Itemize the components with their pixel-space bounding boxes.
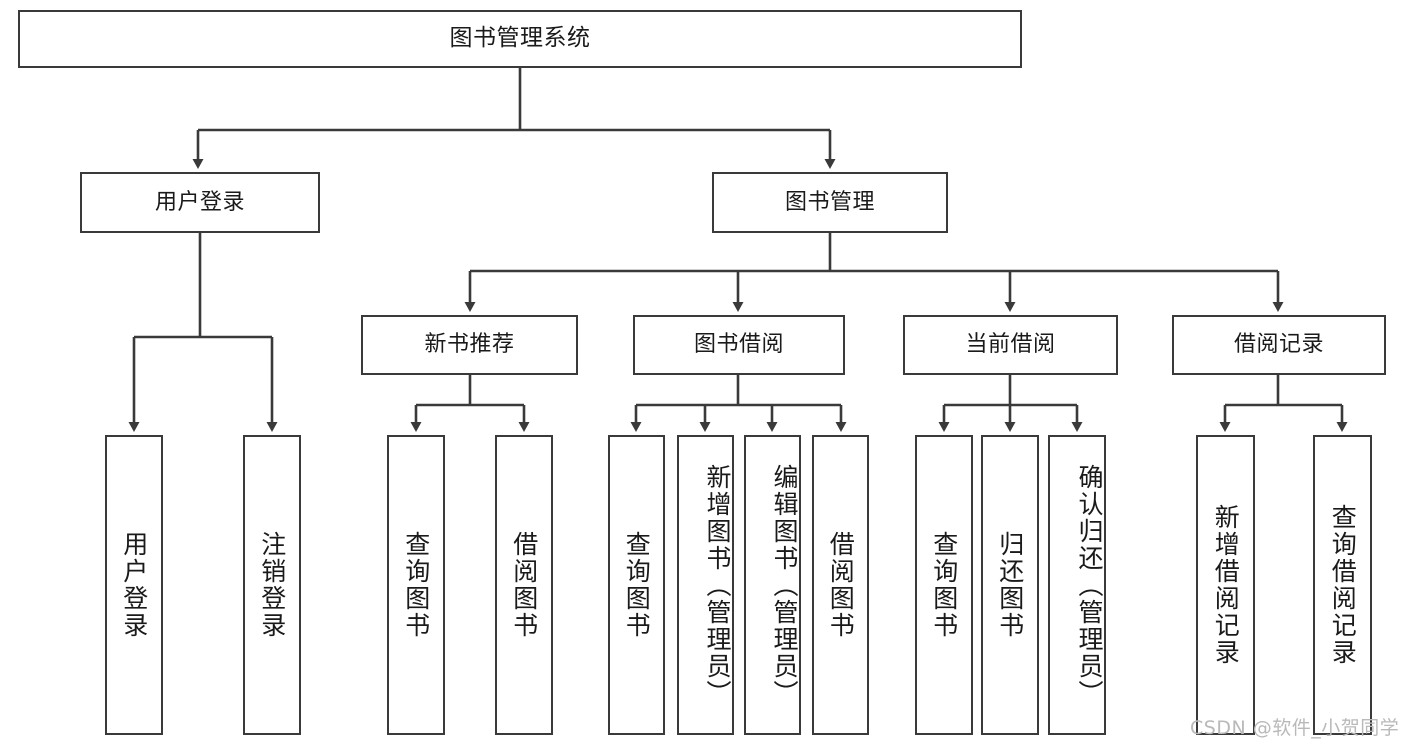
node-label: 查询图书 (929, 531, 959, 639)
leaf-add-book-admin[interactable]: 新增图书（管理员） (677, 435, 734, 735)
node-label: 借阅图书 (509, 531, 539, 639)
leaf-edit-book-admin[interactable]: 编辑图书（管理员） (744, 435, 801, 735)
node-label: 新书推荐 (424, 332, 515, 358)
node-book-borrow[interactable]: 图书借阅 (633, 315, 845, 375)
node-root-system[interactable]: 图书管理系统 (18, 10, 1022, 68)
node-label: 注销登录 (257, 531, 287, 639)
node-book-management[interactable]: 图书管理 (712, 172, 948, 233)
node-label: 图书管理系统 (449, 25, 591, 52)
node-label: 新增借阅记录 (1211, 504, 1241, 666)
node-label: 归还图书 (995, 531, 1025, 639)
leaf-logout[interactable]: 注销登录 (243, 435, 301, 735)
node-label: 借阅图书 (826, 531, 856, 639)
leaf-query-borrow-record[interactable]: 查询借阅记录 (1313, 435, 1372, 735)
node-label: 借阅记录 (1233, 332, 1324, 358)
leaf-return-book[interactable]: 归还图书 (981, 435, 1039, 735)
node-current-borrow[interactable]: 当前借阅 (903, 315, 1118, 375)
leaf-confirm-return-admin[interactable]: 确认归还（管理员） (1048, 435, 1106, 735)
node-label: 查询借阅记录 (1328, 504, 1358, 666)
node-label: 当前借阅 (965, 332, 1056, 358)
node-label: 查询图书 (401, 531, 431, 639)
node-borrow-record[interactable]: 借阅记录 (1172, 315, 1386, 375)
leaf-user-login[interactable]: 用户登录 (105, 435, 163, 735)
node-label: 图书借阅 (693, 332, 784, 358)
leaf-borrow-book-new[interactable]: 借阅图书 (495, 435, 553, 735)
node-label: 确认归还（管理员） (1075, 463, 1104, 707)
node-label: 新增图书（管理员） (703, 463, 732, 707)
node-new-book-recommend[interactable]: 新书推荐 (361, 315, 578, 375)
leaf-query-book-borrow[interactable]: 查询图书 (608, 435, 665, 735)
leaf-query-book-new[interactable]: 查询图书 (387, 435, 445, 735)
node-label: 用户登录 (119, 531, 149, 639)
node-label: 查询图书 (622, 531, 652, 639)
node-label: 用户登录 (154, 189, 245, 215)
leaf-add-borrow-record[interactable]: 新增借阅记录 (1196, 435, 1255, 735)
leaf-borrow-book[interactable]: 借阅图书 (812, 435, 869, 735)
watermark-text: CSDN @软件_小贺同学 (1190, 717, 1400, 739)
node-label: 图书管理 (784, 189, 875, 215)
node-label: 编辑图书（管理员） (770, 463, 799, 707)
node-user-login[interactable]: 用户登录 (80, 172, 320, 233)
leaf-query-book-current[interactable]: 查询图书 (915, 435, 973, 735)
